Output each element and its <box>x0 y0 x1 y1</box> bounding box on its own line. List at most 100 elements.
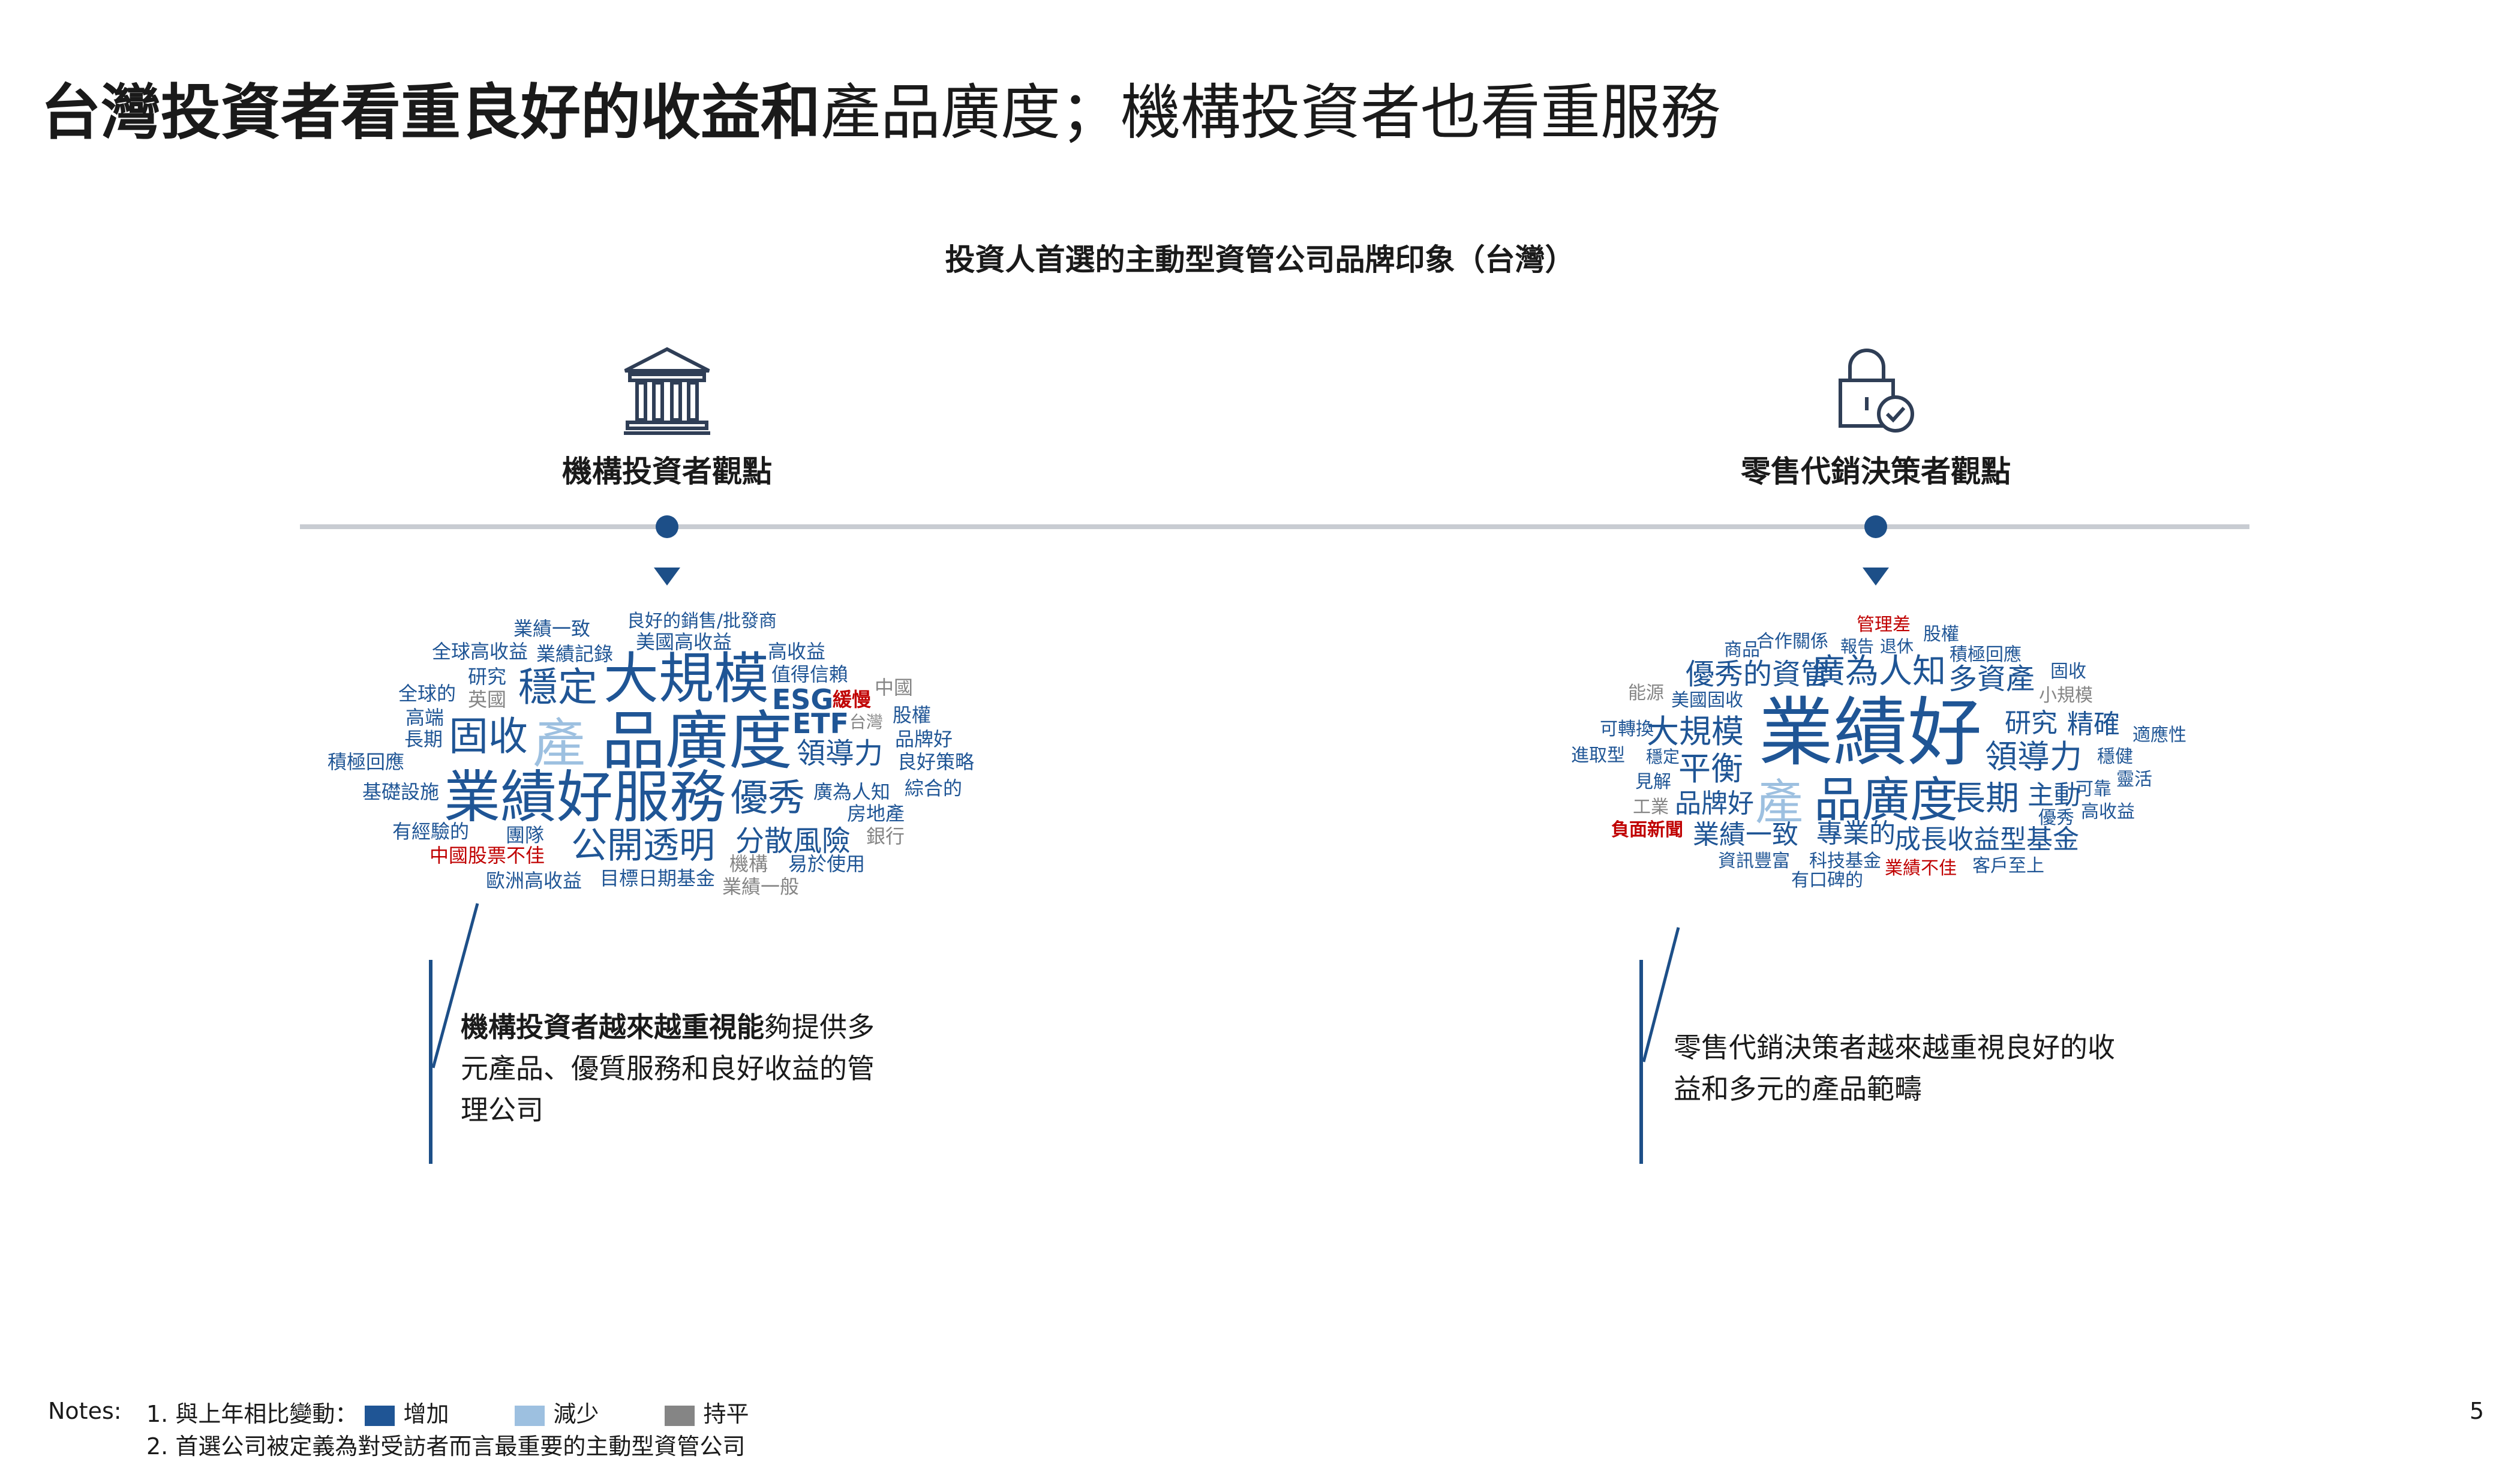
cloud-word: 中國 <box>874 676 914 699</box>
cloud-word: 業績好 <box>1758 690 1983 776</box>
cloud-word: 有口碑的 <box>1791 870 1863 891</box>
cloud-word: 股權 <box>1923 624 1959 645</box>
cloud-word: 進取型 <box>1571 745 1625 766</box>
cloud-word: 股權 <box>892 704 932 727</box>
cloud-word: 見解 <box>1635 771 1671 792</box>
cloud-word: 歐洲高收益 <box>485 869 582 892</box>
cloud-word: 綜合的 <box>904 777 963 800</box>
cloud-word: ETF <box>792 707 849 740</box>
cloud-word: 積極回應 <box>1950 644 2022 665</box>
page-title-bold: 台灣投資者看重良好的收益和 <box>41 77 821 148</box>
cloud-word: 高端 <box>405 706 444 729</box>
notes-line-1-prefix: 1. 與上年相比變動： <box>146 1401 358 1427</box>
cloud-word: 廣為人知 <box>1812 652 1946 691</box>
notes-label: Notes: <box>48 1398 122 1424</box>
cloud-word: 美國固收 <box>1671 690 1743 711</box>
cloud-word: 有經驗的 <box>392 820 470 843</box>
cloud-word: 全球高收益 <box>431 640 528 663</box>
cloud-word: 報告 <box>1840 637 1875 656</box>
cloud-word: 研究 <box>2005 708 2058 738</box>
cloud-word: 品牌好 <box>1675 788 1754 819</box>
legend-swatch <box>365 1405 395 1426</box>
cloud-word: 負面新聞 <box>1611 819 1683 840</box>
timeline-dot-right <box>1864 515 1887 538</box>
cloud-word: 美國高收益 <box>635 631 732 653</box>
cloud-word: 專業的 <box>1816 818 1896 849</box>
cloud-word: 台灣 <box>849 712 884 732</box>
cloud-word: 英國 <box>467 688 507 711</box>
legend-item: 持平 <box>665 1395 749 1428</box>
timeline-dot-left <box>656 515 678 538</box>
institutional-description: 機構投資者越來越重視能夠提供多元產品、優質服務和良好收益的管理公司 <box>461 1007 893 1131</box>
cloud-word: 積極回應 <box>327 750 405 773</box>
retail-description: 零售代銷決策者越來越重視良好的收益和多元的產品範疇 <box>1674 1027 2117 1110</box>
cloud-word: 穩定 <box>518 664 597 710</box>
cloud-word: 基礎設施 <box>362 780 440 803</box>
cloud-word: 可轉換 <box>1600 719 1654 740</box>
cloud-word: 公開透明 <box>571 825 715 867</box>
legend-label: 減少 <box>553 1401 599 1427</box>
notes-line-1: 1. 與上年相比變動： 增加減少持平 <box>146 1395 815 1428</box>
cloud-word: 資訊豐富 <box>1718 851 1790 872</box>
cloud-word: 精確 <box>2067 709 2120 740</box>
cloud-word: 機構 <box>729 852 768 875</box>
cloud-word: 領導力 <box>1985 738 2082 776</box>
institutional-description-bold: 機構投資者越來越重視能 <box>461 1011 764 1043</box>
cloud-word: 固收 <box>2050 661 2086 682</box>
cloud-word: 可靠 <box>2076 779 2111 800</box>
cloud-word: 長期 <box>1952 779 2019 818</box>
cloud-word: 易於使用 <box>788 852 866 875</box>
cloud-word: 產 <box>532 713 586 774</box>
legend-swatch <box>665 1405 695 1426</box>
cloud-word: 高收益 <box>2081 801 2135 822</box>
cloud-word: 大規模 <box>1647 713 1744 750</box>
cloud-word: ESG <box>771 683 834 716</box>
timeline-line <box>300 524 2249 529</box>
callout-connector-right <box>1632 924 1692 1164</box>
cloud-word: 廣為人知 <box>813 780 891 803</box>
cloud-word: 商品 <box>1724 640 1760 661</box>
cloud-word: 良好策略 <box>897 750 975 773</box>
cloud-word: 良好的銷售/批發商 <box>626 611 777 632</box>
cloud-word: 團隊 <box>505 824 545 846</box>
page-number: 5 <box>2469 1398 2484 1424</box>
legend-item: 減少 <box>515 1395 599 1428</box>
cloud-word: 業績記錄 <box>536 643 614 665</box>
lock-check-icon <box>1836 346 1916 434</box>
legend-swatch <box>515 1405 545 1426</box>
cloud-word: 品廣度 <box>1814 772 1958 828</box>
legend-label: 持平 <box>703 1401 749 1427</box>
cloud-word: 合作關係 <box>1756 631 1828 652</box>
cloud-word: 大規模 <box>603 647 770 711</box>
cloud-word: 工業 <box>1633 797 1669 818</box>
cloud-word: 業績一般 <box>722 875 800 898</box>
cloud-word: 優秀 <box>2038 807 2074 828</box>
cloud-word: 科技基金 <box>1809 851 1881 872</box>
cloud-word: 成長收益型基金 <box>1894 824 2079 855</box>
cloud-word: 緩慢 <box>832 688 872 711</box>
cloud-word: 分散風險 <box>735 824 851 858</box>
cloud-word: 適應性 <box>2132 725 2186 746</box>
cloud-word: 優秀的資管 <box>1685 658 1830 691</box>
cloud-word: 目標日期基金 <box>599 867 716 890</box>
cloud-word: 高收益 <box>767 640 826 663</box>
cloud-word: 優秀 <box>730 776 806 819</box>
cloud-word: 退休 <box>1879 637 1914 656</box>
cloud-word: 能源 <box>1628 683 1664 704</box>
cloud-word: 業績一致 <box>513 617 591 640</box>
down-arrow-left-icon <box>654 568 680 586</box>
down-arrow-right-icon <box>1863 568 1889 586</box>
callout-connector-left <box>425 900 485 1164</box>
cloud-word: 小規模 <box>2039 685 2093 706</box>
cloud-word: 長期 <box>404 728 443 750</box>
cloud-word: 穩健 <box>2097 746 2133 767</box>
cloud-word: 平衡 <box>1678 750 1743 788</box>
cloud-word: 業績好服務 <box>443 765 726 830</box>
cloud-word: 研究 <box>467 665 507 688</box>
cloud-word: 穩定 <box>1645 747 1680 767</box>
page-title: 台灣投資者看重良好的收益和產品廣度；機構投資者也看重服務 <box>41 78 1720 147</box>
retail-distributor-label: 零售代銷決策者觀點 <box>1741 454 2011 489</box>
cloud-word: 值得信賴 <box>771 663 849 686</box>
cloud-word: 業績不佳 <box>1885 858 1957 879</box>
cloud-word: 主動 <box>2028 780 2080 810</box>
